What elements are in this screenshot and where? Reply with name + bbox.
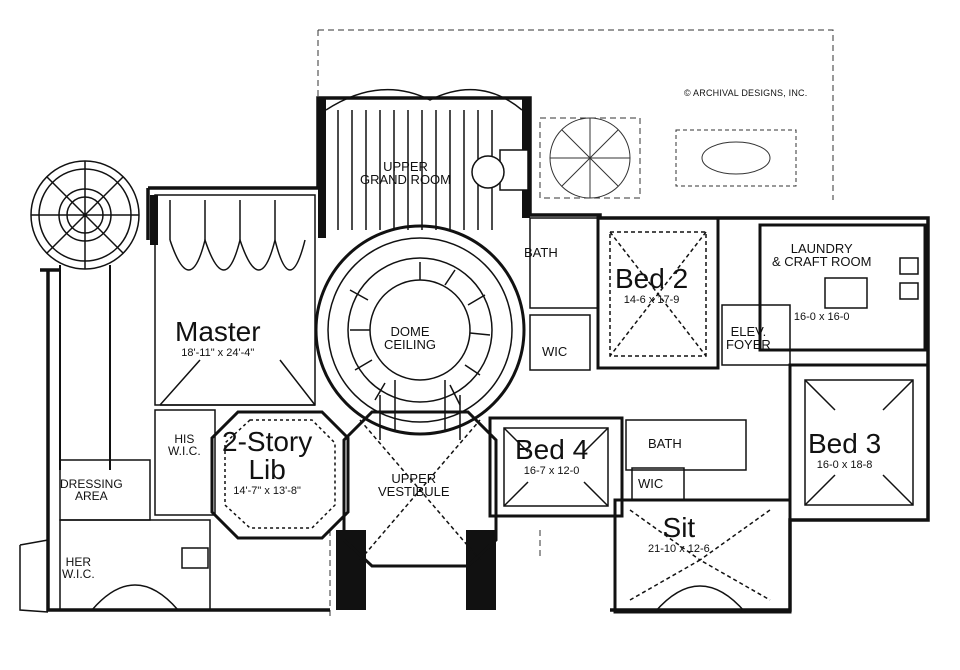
room-dims: 14-6 x 17-9 [623, 294, 680, 306]
label: WIC [542, 344, 568, 359]
label-line2: CEILING [384, 337, 437, 352]
room-name: Master [175, 316, 261, 347]
room-name-line1: LAUNDRY [790, 241, 853, 256]
room-wic-bed2: WIC [542, 345, 567, 358]
label-line2: W.I.C. [168, 444, 201, 458]
label: BATH [524, 245, 558, 260]
label-line1: DRESSING [60, 477, 123, 491]
label-line2: GRAND ROOM [360, 172, 451, 187]
label-line1: DOME [390, 324, 430, 339]
her-wic-bay [19, 539, 209, 613]
room-bath-top: BATH [524, 246, 558, 259]
label-line2: FOYER [726, 337, 771, 352]
bed3-plan [788, 363, 930, 522]
library-plan [210, 410, 350, 540]
label-line1: HIS [174, 432, 195, 446]
room-name: Bed 2 [615, 263, 689, 294]
room-upper-grand-room: UPPER GRAND ROOM [360, 160, 451, 186]
room-dims: 14'-7" x 13'-8" [233, 485, 301, 497]
room-her-wic: HER W.I.C. [62, 556, 95, 580]
room-name: Bed 3 [808, 428, 882, 459]
room-name-line2: Lib [248, 454, 286, 485]
room-sit: Sit 21-10 x 12-6 [648, 514, 710, 555]
vestibule-plan [342, 410, 498, 568]
room-upper-vestibule: UPPER VESTIBULE [378, 472, 450, 498]
copyright-notice: © ARCHIVAL DESIGNS, INC. [684, 88, 808, 98]
label-line1: ELEV. [730, 324, 767, 339]
room-elev-foyer: ELEV. FOYER [726, 325, 771, 351]
label: BATH [648, 436, 682, 451]
room-name-line1: 2-Story [222, 426, 313, 457]
room-dome-ceiling: DOME CEILING [384, 325, 436, 351]
label-line2: AREA [75, 489, 108, 503]
room-name: Bed 4 [515, 434, 589, 465]
room-dressing-area: DRESSING AREA [60, 478, 123, 502]
upper-grand-room-plan [325, 88, 529, 230]
laundry-plan [758, 223, 927, 352]
sit-plan [613, 498, 792, 614]
room-name: Sit [662, 512, 696, 543]
room-dims: 16-0 x 16-0 [793, 311, 850, 323]
room-bath-mid: BATH [648, 437, 682, 450]
room-wic-bed4: WIC [638, 477, 663, 490]
small-rooms [59, 217, 791, 611]
room-bed3: Bed 3 16-0 x 18-8 [808, 430, 881, 471]
bed4-plan [488, 416, 624, 518]
room-his-wic: HIS W.I.C. [168, 433, 201, 457]
label: WIC [638, 476, 664, 491]
room-library: 2-Story Lib 14'-7" x 13'-8" [222, 428, 312, 497]
master-suite-plan [154, 194, 316, 406]
decorative-circles [549, 117, 797, 199]
room-dims: 16-7 x 12-0 [523, 465, 580, 477]
label-line2: VESTIBULE [378, 484, 450, 499]
room-dims: 21-10 x 12-6 [648, 543, 710, 555]
room-bed2: Bed 2 14-6 x 17-9 [615, 265, 688, 306]
label-line2: W.I.C. [62, 567, 95, 581]
label-line1: HER [65, 555, 91, 569]
room-master: Master 18'-11" x 24'-4" [175, 318, 261, 359]
room-dims: 16-0 x 18-8 [816, 459, 873, 471]
label-line1: UPPER [391, 471, 437, 486]
dome-stair-plan [314, 224, 526, 440]
label-line1: UPPER [383, 159, 428, 174]
room-bed4: Bed 4 16-7 x 12-0 [515, 436, 588, 477]
turret [30, 160, 140, 470]
room-dims: 18'-11" x 24'-4" [181, 347, 255, 359]
room-laundry: LAUNDRY & CRAFT ROOM 16-0 x 16-0 [772, 242, 871, 323]
room-name-line2: & CRAFT ROOM [772, 254, 872, 269]
